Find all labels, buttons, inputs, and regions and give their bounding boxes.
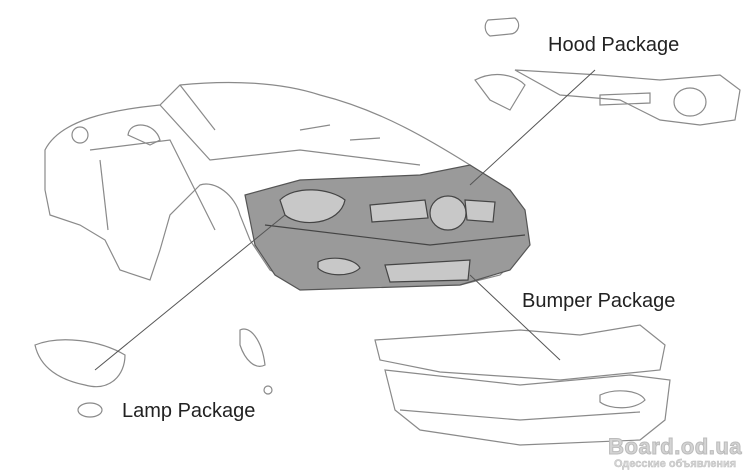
watermark-subtitle: Одесские объявления: [614, 458, 737, 470]
hood-package-label: Hood Package: [548, 34, 680, 56]
bumper-package-label: Bumper Package: [522, 290, 676, 312]
bumper-package-parts: [374, 324, 671, 446]
hood-package-parts: [474, 17, 741, 126]
car-body: [44, 81, 526, 286]
watermark: Board.od.ua Одесские объявления: [608, 434, 742, 471]
lamp-package-label: Lamp Package: [122, 400, 256, 422]
lamp-package-parts: [34, 328, 273, 418]
watermark-site: Board.od.ua: [608, 434, 742, 460]
front-details: [264, 189, 526, 283]
leader-lines: [94, 69, 596, 371]
